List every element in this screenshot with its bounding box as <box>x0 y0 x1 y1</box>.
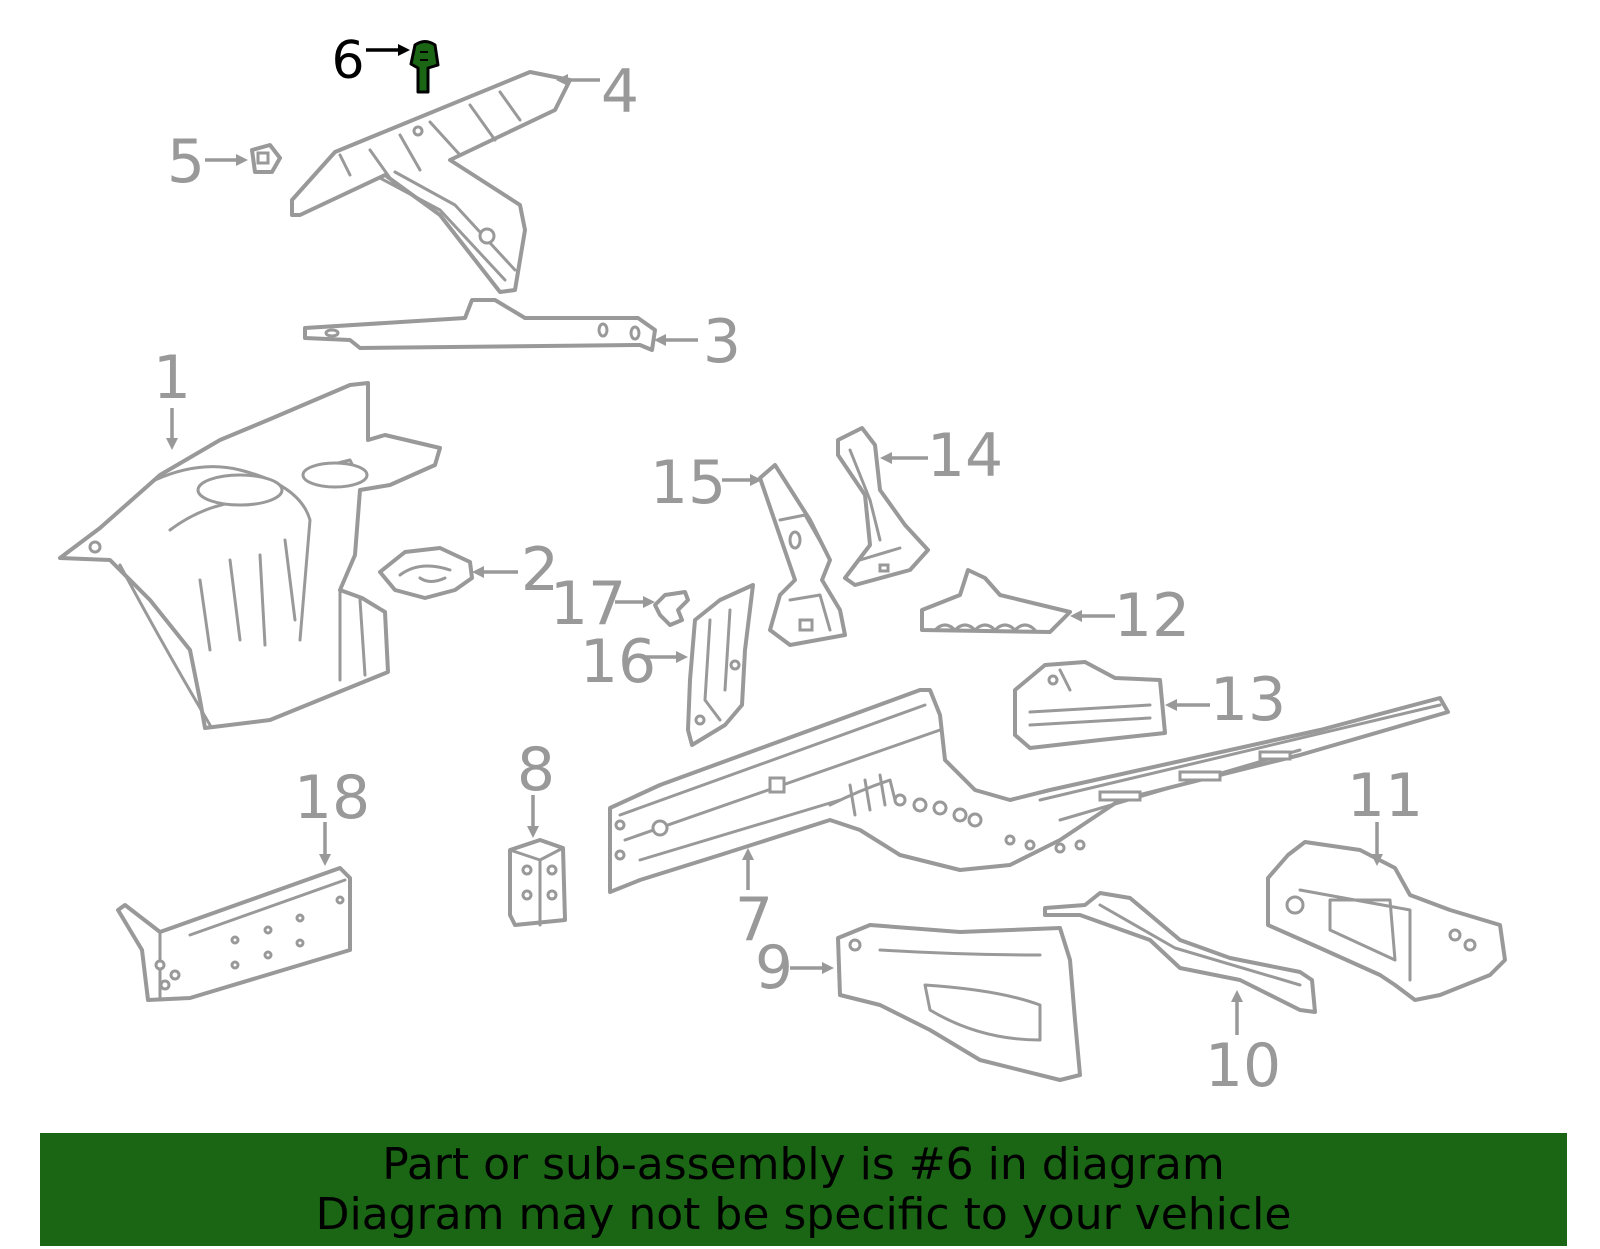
callout-4: 4 <box>601 57 639 127</box>
part-10-drawing <box>1043 891 1317 1014</box>
part-2-drawing <box>378 546 474 600</box>
callout-17: 17 <box>550 569 626 639</box>
part-15-drawing <box>758 463 847 647</box>
banner-line-disclaimer: Diagram may not be specific to your vehi… <box>315 1188 1292 1240</box>
callout-5: 5 <box>167 127 205 197</box>
info-banner: Part or sub-assembly is #6 in diagram Di… <box>40 1133 1567 1246</box>
callout-9: 9 <box>755 933 793 1003</box>
callout-7: 7 <box>735 885 773 955</box>
callout-1: 1 <box>153 343 191 413</box>
part-12-drawing <box>920 568 1072 634</box>
callout-8: 8 <box>517 735 555 805</box>
part-3-drawing <box>303 298 657 352</box>
part-16-drawing <box>686 583 755 747</box>
callout-12: 12 <box>1114 581 1190 651</box>
part-1-drawing <box>58 381 442 730</box>
part-8-drawing <box>508 838 567 927</box>
callout-6: 6 <box>331 31 364 91</box>
part-9-drawing <box>836 923 1082 1082</box>
part-6-drawing <box>409 40 440 94</box>
callout-11: 11 <box>1347 761 1423 831</box>
banner-line-part: Part or sub-assembly is #6 in diagram <box>382 1138 1225 1190</box>
part-7-drawing <box>608 688 1450 894</box>
callout-2: 2 <box>521 535 559 605</box>
part-5-drawing <box>250 143 282 174</box>
part-18-drawing <box>116 866 352 1002</box>
part-4-drawing <box>290 70 572 294</box>
callout-16: 16 <box>580 627 656 697</box>
part-13-drawing <box>1013 660 1167 750</box>
banner-background <box>40 1133 1567 1246</box>
part-14-drawing <box>836 426 930 587</box>
callout-arrows <box>166 44 1383 1035</box>
callout-10: 10 <box>1205 1031 1281 1101</box>
callout-15: 15 <box>650 448 726 518</box>
callout-3: 3 <box>703 307 741 377</box>
part-17-drawing <box>653 590 690 627</box>
callout-13: 13 <box>1210 665 1286 735</box>
callout-14: 14 <box>927 421 1003 491</box>
part-11-drawing <box>1266 840 1507 1002</box>
callout-18: 18 <box>294 763 370 833</box>
